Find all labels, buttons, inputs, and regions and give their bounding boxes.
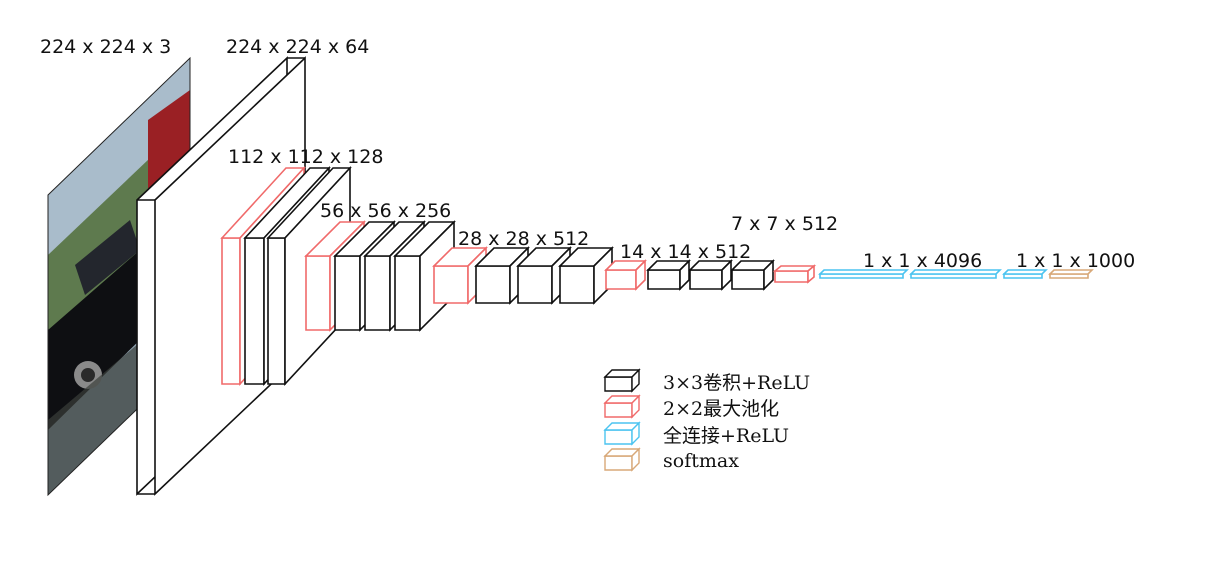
conv-block-4 bbox=[432, 246, 614, 305]
legend-label-conv: 3×3卷积+ReLU bbox=[663, 372, 810, 394]
pool2-front bbox=[305, 255, 331, 331]
conv5-2-side bbox=[721, 259, 732, 291]
conv4-1-front bbox=[475, 265, 511, 304]
fully-connected-layers bbox=[818, 269, 1048, 279]
conv4-3-front bbox=[559, 265, 595, 304]
conv2-dim-label: 112 x 112 x 128 bbox=[228, 146, 383, 168]
legend-item-pool: 2×2最大池化 bbox=[603, 394, 779, 420]
input-dim-label: 224 x 224 x 3 bbox=[40, 36, 171, 58]
pool4-front bbox=[605, 269, 637, 290]
conv5-dim-label: 14 x 14 x 512 bbox=[620, 241, 751, 263]
legend-item-fc: 全连接+ReLU bbox=[603, 421, 789, 447]
legend-item-softmax: softmax bbox=[603, 447, 739, 472]
fc-dim-label: 1 x 1 x 4096 bbox=[863, 250, 982, 272]
conv4-dim-label: 28 x 28 x 512 bbox=[458, 228, 589, 250]
legend-label-pool: 2×2最大池化 bbox=[663, 398, 779, 420]
conv1-dim-label: 224 x 224 x 64 bbox=[226, 36, 369, 58]
legend-label-fc: 全连接+ReLU bbox=[663, 425, 789, 447]
conv5-3-side bbox=[763, 259, 774, 291]
softmax-layer bbox=[1048, 269, 1094, 279]
conv5-3-front bbox=[731, 269, 765, 290]
conv3-2-front bbox=[364, 255, 391, 331]
conv2-2-front bbox=[267, 237, 286, 385]
conv-legend-swatch bbox=[603, 368, 641, 393]
conv5-1-front bbox=[647, 269, 681, 290]
softmax-legend-swatch bbox=[603, 447, 641, 472]
fc-legend-swatch bbox=[603, 421, 641, 446]
conv4-2-front bbox=[517, 265, 553, 304]
conv2-1-front bbox=[244, 237, 265, 385]
output-dim-label: 1 x 1 x 1000 bbox=[1016, 250, 1135, 272]
legend-label-softmax: softmax bbox=[663, 450, 739, 472]
pool5-dim-label: 7 x 7 x 512 bbox=[731, 213, 838, 235]
conv-block-5 bbox=[604, 259, 775, 291]
conv3-1-front bbox=[334, 255, 361, 331]
legend: 3×3卷积+ReLU 2×2最大池化 全连接+ReLU s bbox=[603, 368, 810, 472]
conv5-2-front bbox=[689, 269, 723, 290]
pool4-side bbox=[635, 259, 646, 291]
conv-block-2 bbox=[220, 165, 352, 387]
pool-5 bbox=[772, 264, 817, 284]
conv-block-3 bbox=[304, 220, 456, 332]
legend-item-conv: 3×3卷积+ReLU bbox=[603, 368, 810, 394]
pool1-front bbox=[221, 237, 241, 385]
conv5-1-side bbox=[679, 259, 690, 291]
pool-legend-swatch bbox=[603, 394, 641, 419]
conv3-dim-label: 56 x 56 x 256 bbox=[320, 200, 451, 222]
conv3-3-front bbox=[394, 255, 421, 331]
pool3-front bbox=[433, 265, 469, 304]
